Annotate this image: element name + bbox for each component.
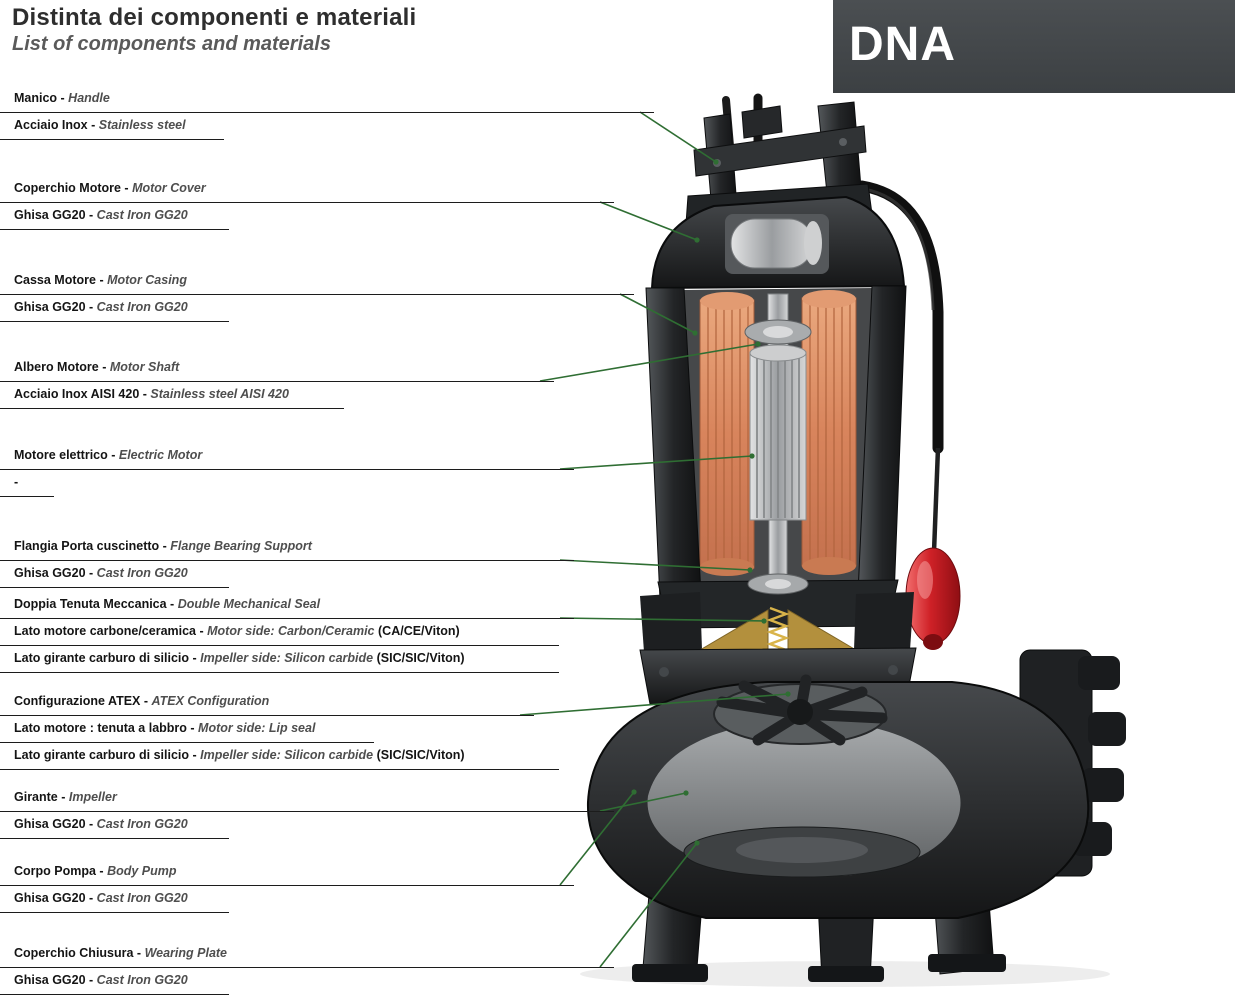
leader-dot xyxy=(785,691,791,697)
pump-body-part xyxy=(586,681,1090,919)
leader-dot xyxy=(694,237,700,243)
leader-line xyxy=(559,617,765,622)
leader-line xyxy=(559,791,635,886)
motor-casing-part xyxy=(645,285,907,621)
leader-line xyxy=(559,455,753,470)
leader-dot xyxy=(694,840,700,846)
leader-line xyxy=(639,111,717,163)
leader-line xyxy=(599,842,698,968)
model-name: DNA xyxy=(849,18,956,71)
casing-lug-right xyxy=(854,592,914,650)
leader-dot xyxy=(692,330,698,336)
leader-dot xyxy=(749,453,755,459)
leader-dot xyxy=(747,567,753,573)
page-subtitle: List of components and materials xyxy=(12,33,331,55)
leader-line xyxy=(539,343,759,382)
bearing-flange-part xyxy=(657,573,899,629)
leader-line xyxy=(599,792,687,812)
impeller-part xyxy=(713,674,888,746)
casing-lug-left xyxy=(640,592,702,652)
leader-line xyxy=(559,559,751,571)
leader-line xyxy=(619,293,696,334)
motor-cover-part xyxy=(650,195,906,290)
float-switch-icon xyxy=(905,547,961,650)
leader-dot xyxy=(761,618,767,624)
leader-line xyxy=(599,201,698,241)
leader-lines xyxy=(519,111,791,968)
leader-dot xyxy=(755,341,761,347)
leader-dot xyxy=(631,789,637,795)
leader-line xyxy=(519,693,789,716)
leader-dot xyxy=(683,790,689,796)
page-title: Distinta dei componenti e materiali xyxy=(12,4,417,31)
handle-part xyxy=(693,101,867,212)
motor-windings xyxy=(699,290,857,576)
leader-dot xyxy=(713,159,719,165)
model-badge: DNA xyxy=(833,0,1235,93)
mechanical-seal-part xyxy=(698,606,858,652)
